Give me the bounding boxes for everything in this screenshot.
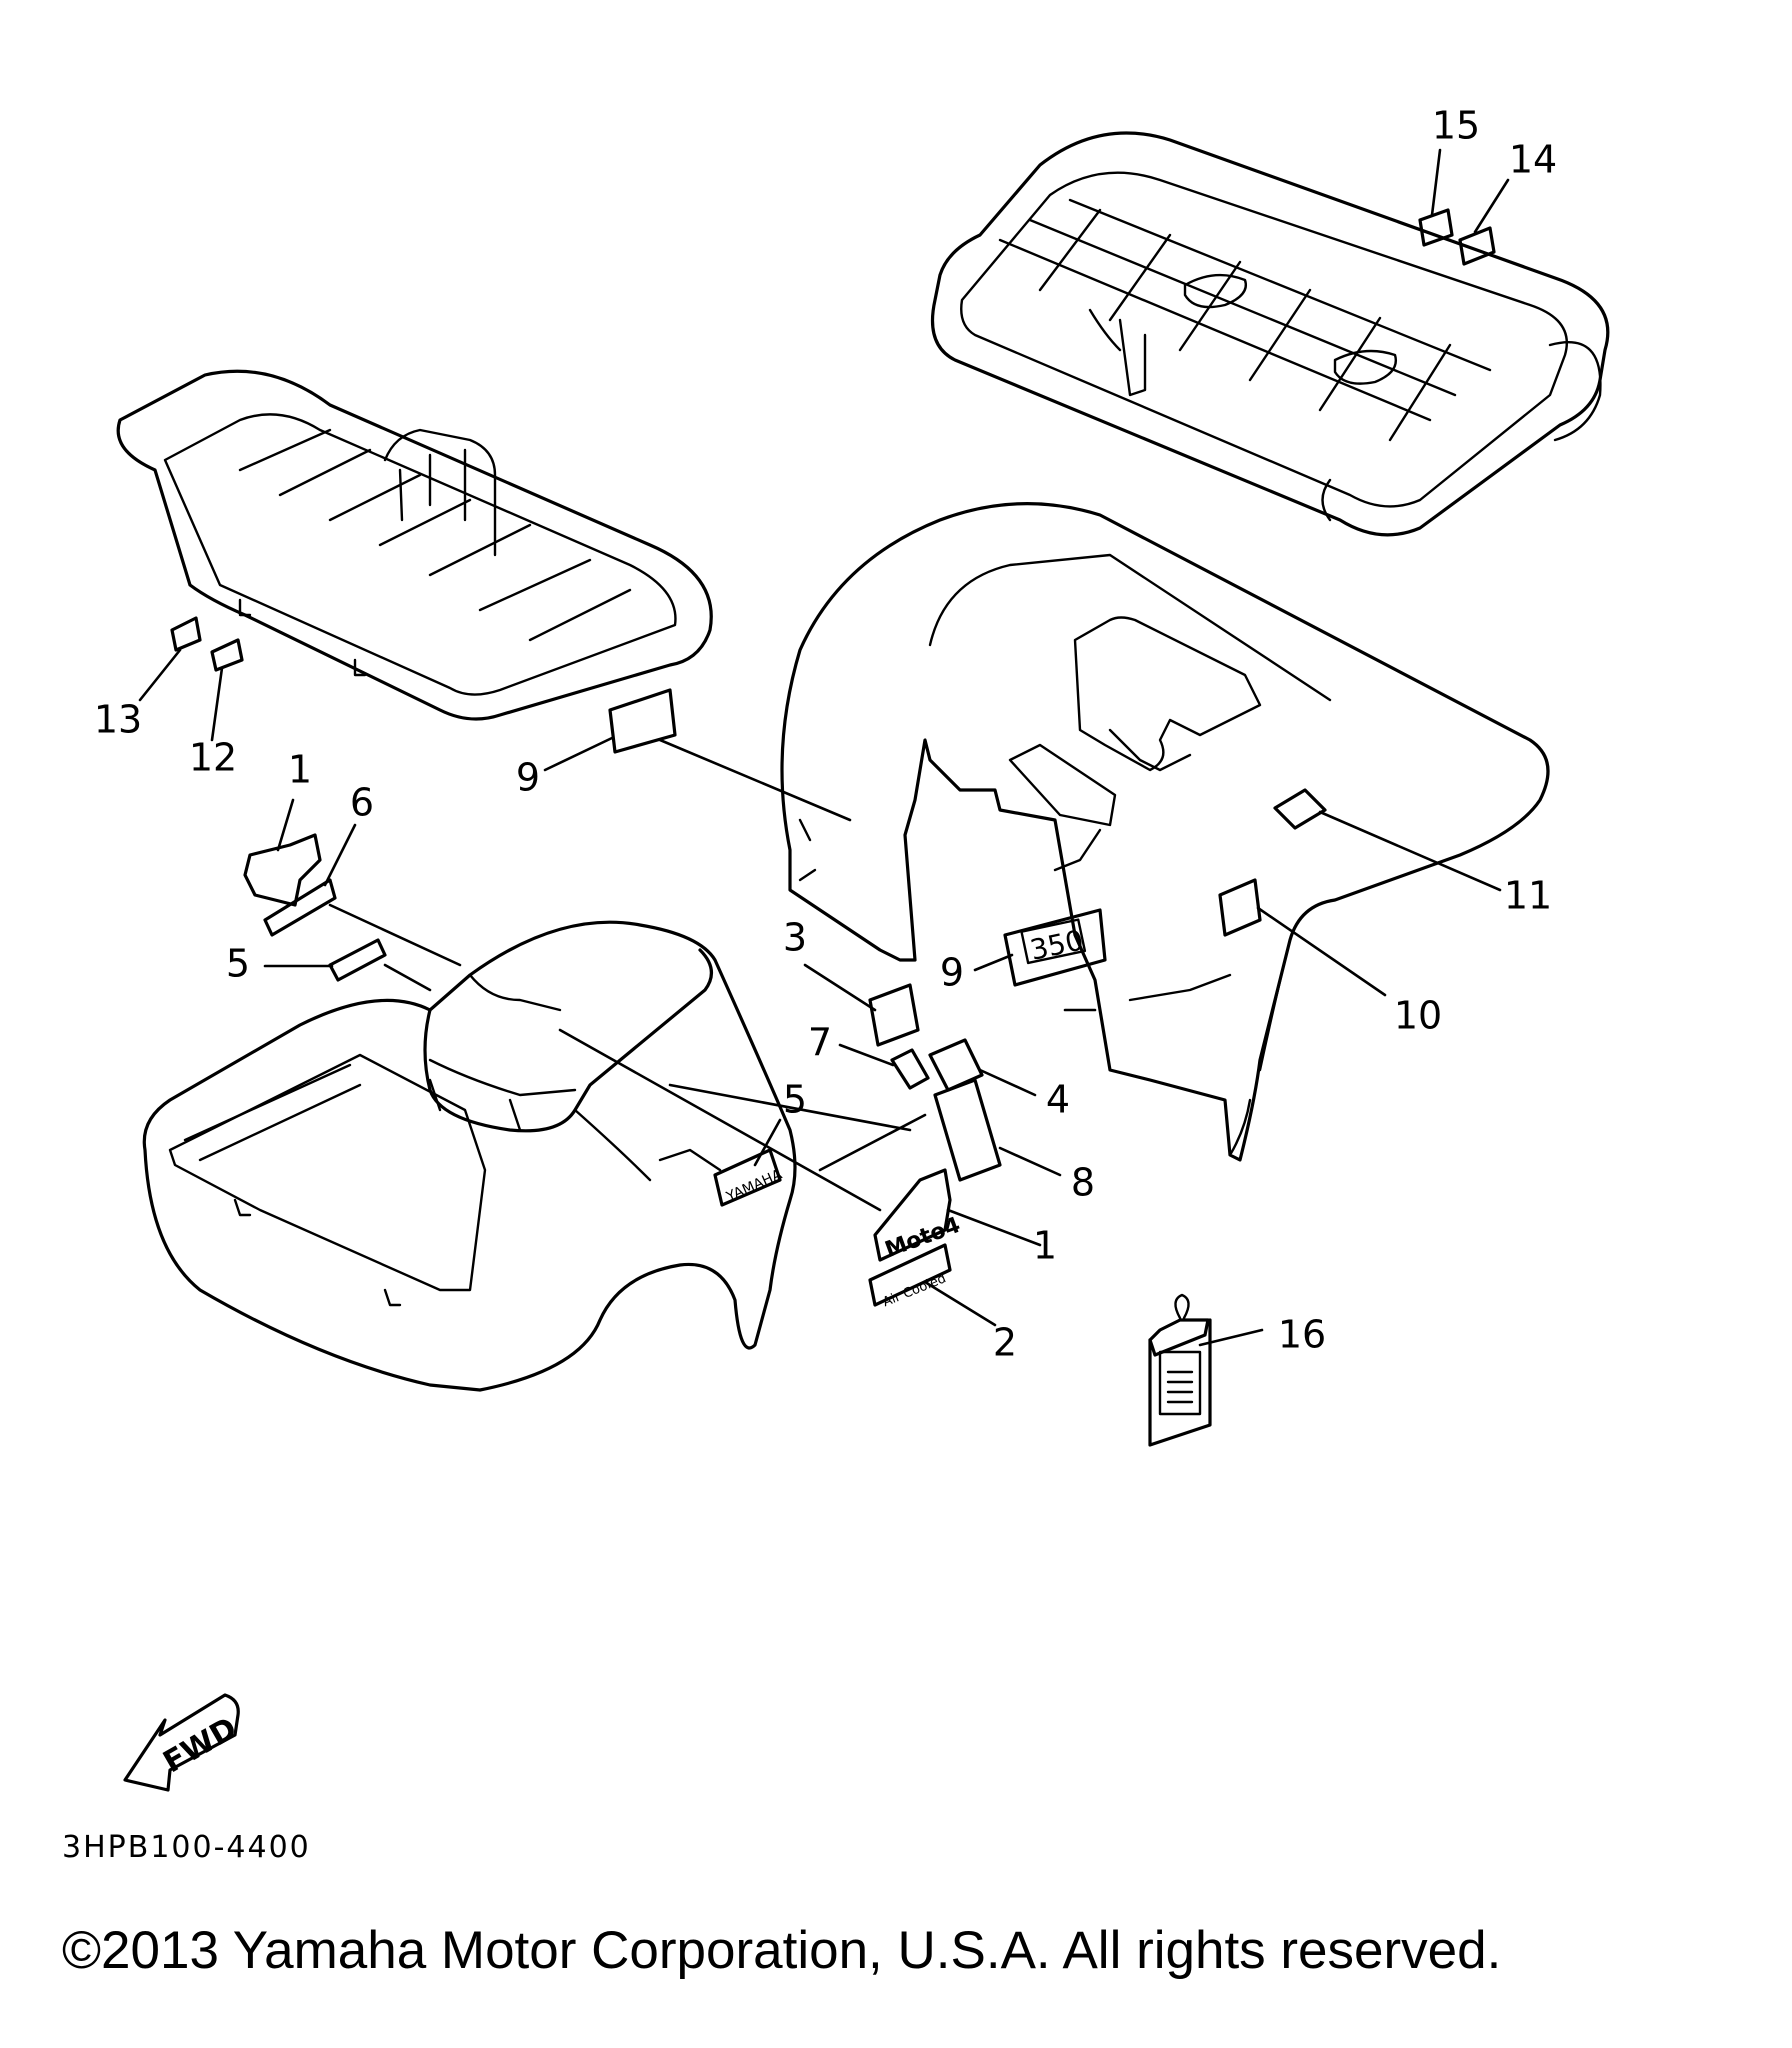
copyright-notice: ©2013 Yamaha Motor Corporation, U.S.A. A… [62,1921,1502,1980]
callout-13: 13 [94,698,142,742]
decal-7 [890,1048,930,1090]
callout-1-right: 1 [1033,1224,1057,1268]
rear-carrier [930,131,1610,537]
callout-7: 7 [808,1021,832,1065]
callout-12: 12 [189,736,237,780]
callout-5-left: 5 [226,942,250,986]
decal-1-left [243,833,322,907]
decal-5-left [328,938,387,982]
decal-4 [928,1038,984,1092]
decal-15 [1418,208,1454,247]
callout-6: 6 [350,781,374,825]
front-carrier [116,369,713,721]
decal-3 [868,983,920,1047]
decal-350: 350 [1003,908,1107,987]
callout-14: 14 [1509,138,1557,182]
callout-9-right: 9 [940,951,964,995]
callout-15: 15 [1432,104,1480,148]
callout-16: 16 [1278,1313,1326,1357]
callout-numbers: 1 6 5 13 12 9 3 7 4 8 5 1 2 9 10 11 16 1… [94,104,1557,1365]
callout-8: 8 [1071,1161,1095,1205]
callout-3: 3 [783,916,807,960]
svg-text:FWD: FWD [157,1711,242,1781]
decal-yamaha: YAMAHA [713,1148,785,1207]
decal-11 [1273,788,1327,830]
callout-2: 2 [993,1321,1017,1365]
leader-lines [138,148,1510,1347]
callout-10: 10 [1394,994,1442,1038]
callout-4: 4 [1046,1078,1070,1122]
decal-6 [263,878,337,937]
rear-fender [780,502,1550,1162]
decal-9-left [608,688,677,754]
decal-13 [170,616,202,652]
callout-11: 11 [1504,874,1552,918]
callout-5-right: 5 [783,1078,807,1122]
front-fender [142,920,797,1392]
hang-tag-icon [1148,1293,1212,1447]
decal-14 [1458,226,1496,266]
diagram-code: 3HPB100-4400 [62,1830,311,1865]
decal-fwd-arrow: FWD [123,1693,243,1792]
decal-12 [210,638,244,672]
callout-1-left: 1 [288,748,312,792]
svg-text:YAMAHA: YAMAHA [723,1166,785,1205]
decal-10 [1218,878,1262,937]
decal-moto4: Moto4 [873,1168,964,1263]
callout-9-left: 9 [516,756,540,800]
decal-8 [933,1078,1002,1182]
svg-text:350: 350 [1027,923,1086,966]
